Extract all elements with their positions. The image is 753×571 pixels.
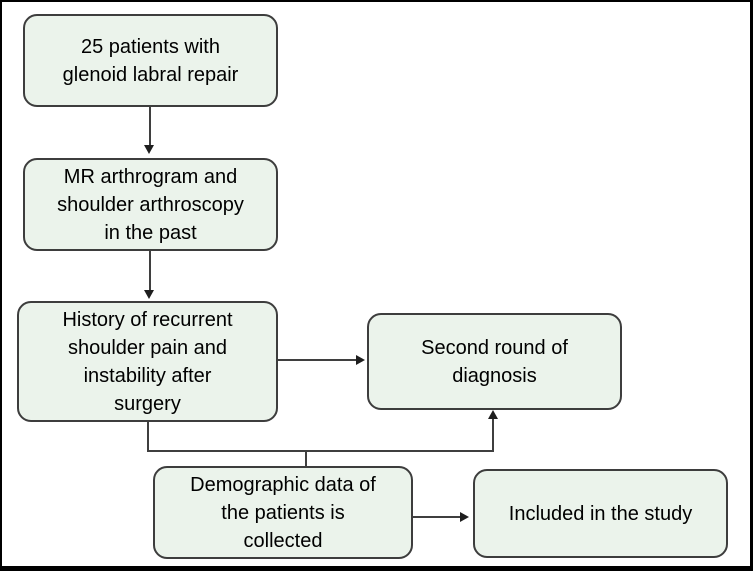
connector-workup-to-recurrent	[149, 251, 151, 292]
connector-recurrent-elbow-down	[147, 422, 149, 452]
node-demographic-data: Demographic data of the patients is coll…	[153, 466, 413, 559]
node-second-round-diagnosis: Second round of diagnosis	[367, 313, 622, 410]
node-history-recurrent-pain: History of recurrent shoulder pain and i…	[17, 301, 278, 422]
connector-demographics-to-included	[412, 516, 462, 518]
arrowhead-right-icon	[460, 512, 469, 522]
arrowhead-up-icon	[488, 410, 498, 419]
arrowhead-right-icon	[356, 355, 365, 365]
connector-cohort-to-workup	[149, 107, 151, 147]
node-25-patients: 25 patients with glenoid labral repair	[23, 14, 278, 107]
arrowhead-down-icon	[144, 290, 154, 299]
connector-branch-to-demographics	[305, 450, 307, 467]
node-included-in-study: Included in the study	[473, 469, 728, 558]
connector-recurrent-to-diagnosis	[278, 359, 358, 361]
arrowhead-down-icon	[144, 145, 154, 154]
connector-demographics-to-diagnosis	[492, 419, 494, 452]
node-mr-arthrogram: MR arthrogram and shoulder arthroscopy i…	[23, 158, 278, 251]
connector-recurrent-elbow-horizontal	[147, 450, 494, 452]
